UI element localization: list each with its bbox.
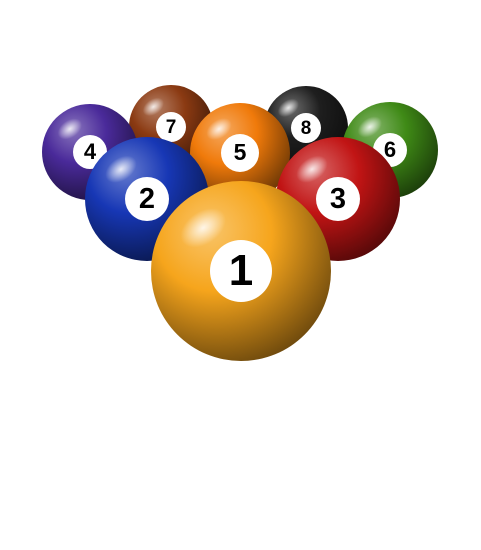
ball-highlight bbox=[296, 155, 328, 183]
ball-1: 1 bbox=[151, 181, 331, 361]
number-disc bbox=[316, 177, 360, 221]
ball-number: 6 bbox=[384, 137, 396, 162]
number-disc bbox=[291, 113, 321, 143]
number-disc bbox=[221, 134, 259, 172]
ball-number: 3 bbox=[330, 183, 346, 215]
number-disc bbox=[156, 112, 186, 142]
balls-layer: 7 8 4 6 5 2 3 1 bbox=[42, 85, 438, 361]
ball-highlight bbox=[57, 118, 82, 140]
ball-number: 1 bbox=[229, 246, 253, 295]
number-disc bbox=[210, 240, 272, 302]
ball-number: 7 bbox=[166, 117, 177, 138]
ball-number: 5 bbox=[234, 139, 247, 165]
ball-number: 2 bbox=[139, 183, 155, 215]
ball-highlight bbox=[357, 116, 382, 138]
ball-highlight bbox=[206, 118, 232, 140]
ball-number: 4 bbox=[84, 139, 97, 164]
ball-5: 5 bbox=[190, 103, 290, 203]
ball-highlight bbox=[180, 208, 226, 248]
ball-number: 8 bbox=[301, 118, 312, 139]
ball-highlight bbox=[105, 155, 137, 183]
number-disc bbox=[125, 177, 169, 221]
ball-highlight bbox=[142, 97, 164, 116]
ball-highlight bbox=[277, 98, 299, 117]
